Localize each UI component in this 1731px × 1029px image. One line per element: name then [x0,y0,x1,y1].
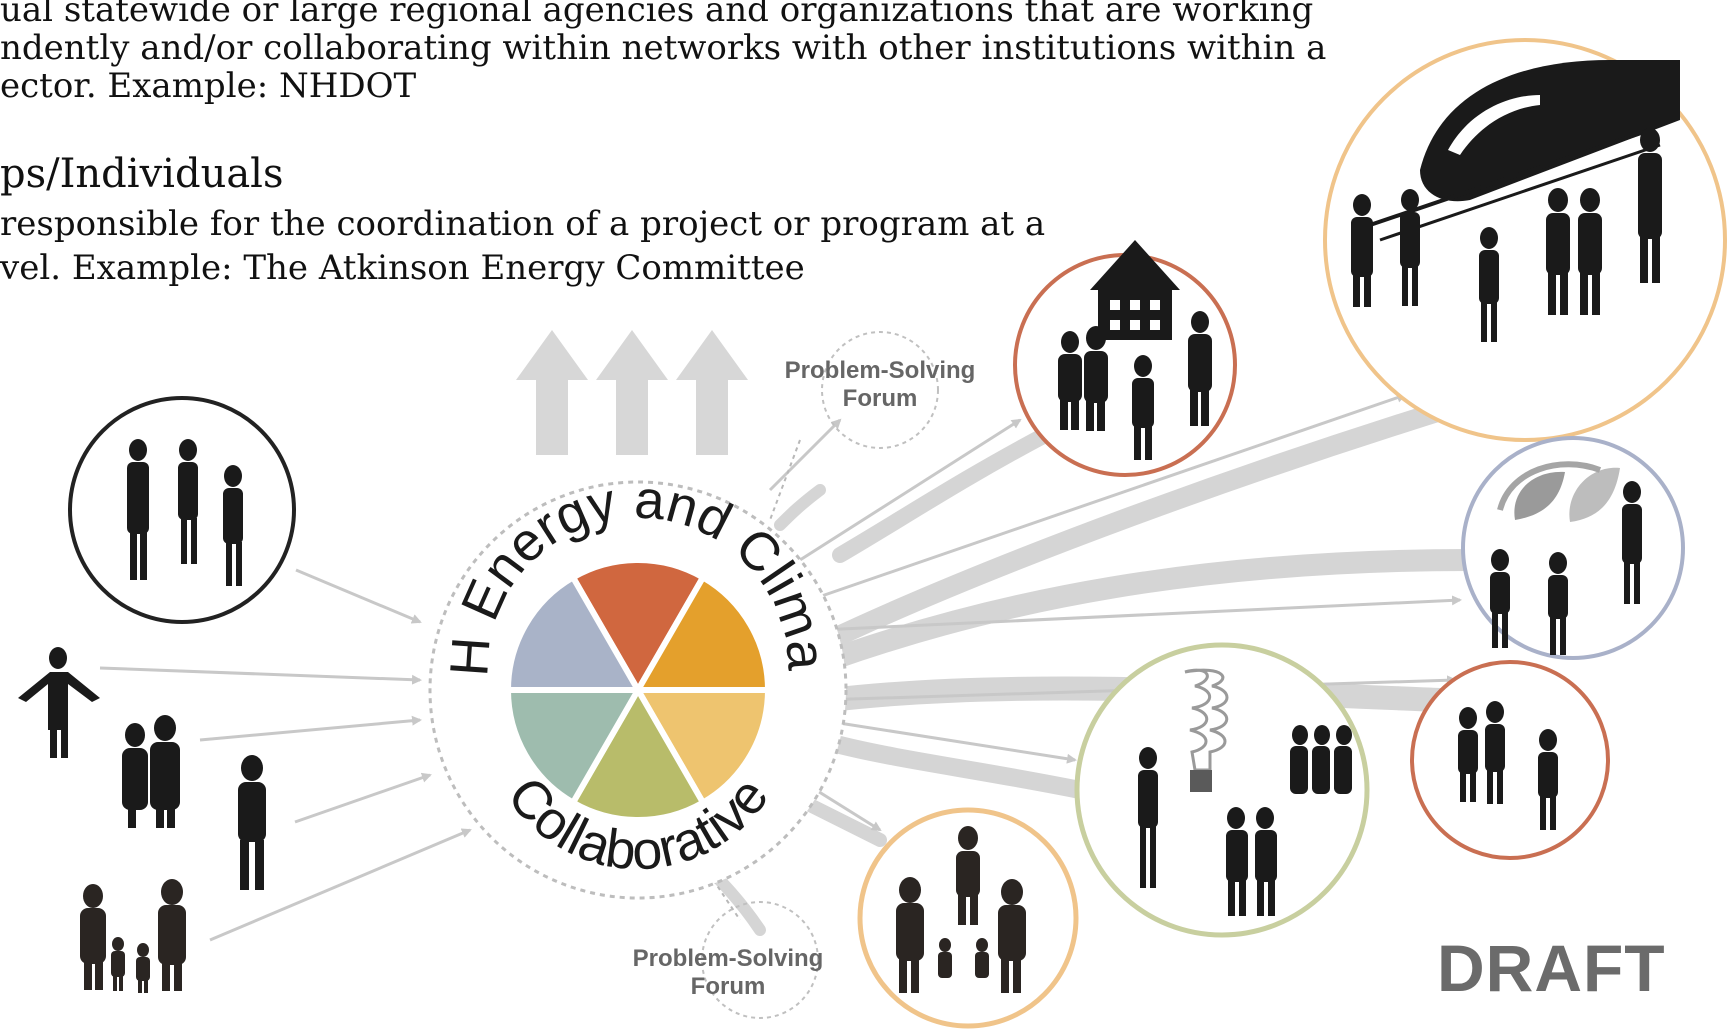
house-circle [1013,240,1237,477]
family-circle [857,807,1079,1029]
logo-pie [504,557,772,823]
house-icon [1090,240,1180,340]
logo-pie-slice [568,683,708,823]
forum-links [699,439,801,921]
logo-pie-slice [504,687,644,807]
leaf-circle [1461,436,1685,660]
logo-pie-slice [504,573,644,693]
family-silhouette-icon [80,879,186,993]
logo-pie-slice [568,557,708,697]
person-silhouette-icon [238,755,266,890]
section-heading: ps/Individuals [0,151,284,197]
lightbulb-icon [1184,668,1229,792]
upward-arrows [516,330,748,455]
people-silhouette-icon [1138,725,1352,916]
text-line-4: responsible for the coordination of a pr… [0,204,1046,244]
inbound-arrows-left [99,568,472,942]
forum-label-line2: Forum [691,973,766,1000]
draft-watermark: DRAFT [1437,931,1666,1005]
thick-arrows-right [694,395,1481,936]
people-silhouette-icon [127,439,243,586]
text-line-5: vel. Example: The Atkinson Energy Commit… [0,248,805,288]
family-silhouette-icon [896,826,1026,993]
logo-pie-slice [632,687,772,807]
forum-label-line1: Problem-Solving [785,357,976,384]
text-line-1: ual statewide or large regional agencies… [0,0,1314,30]
train-icon [1369,60,1680,242]
problem-solving-forum-top: Problem-Solving Forum [785,331,976,449]
community-circle [1410,660,1610,860]
train-circle [1323,38,1727,442]
commuters-silhouette-icon [1351,128,1662,342]
individuals-circle [68,396,296,624]
leaf-icon [1497,461,1620,522]
text-line-3: ector. Example: NHDOT [0,66,417,106]
couple-silhouette-icon [122,715,180,828]
text-line-2: ndently and/or collaborating within netw… [0,28,1327,68]
logo-pie-slice [632,573,772,693]
problem-solving-forum-bottom: Problem-Solving Forum [633,901,824,1019]
people-silhouette-icon [1490,481,1642,655]
lightbulb-circle [1074,642,1370,938]
forum-label-line1: Problem-Solving [633,945,824,972]
people-silhouette-icon [1058,311,1212,460]
people-silhouette-icon [18,647,100,758]
people-silhouette-icon [1458,701,1558,830]
forum-label-line2: Forum [843,385,918,412]
